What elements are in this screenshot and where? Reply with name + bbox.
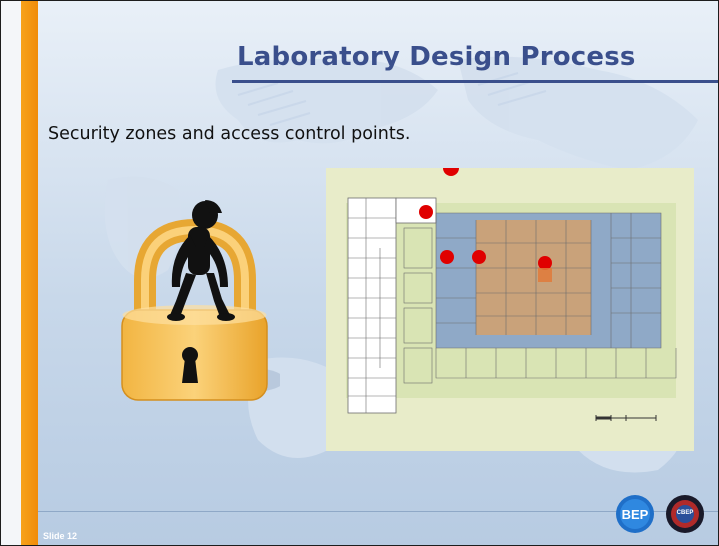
title-underline	[232, 80, 718, 83]
program-logos: BEP CBEP	[616, 495, 704, 533]
floor-plan-diagram	[326, 168, 694, 451]
slide-number: Slide 12	[43, 531, 78, 541]
footer-divider	[38, 511, 719, 512]
padlock-figure-illustration	[121, 200, 280, 401]
left-margin-strip	[0, 0, 21, 546]
bep-logo-text: BEP	[622, 507, 649, 522]
cbep-logo-text: CBEP	[677, 510, 694, 516]
slide-subtitle: Security zones and access control points…	[48, 124, 411, 144]
accent-bar	[21, 0, 38, 546]
page-title: Laboratory Design Process	[237, 42, 636, 72]
